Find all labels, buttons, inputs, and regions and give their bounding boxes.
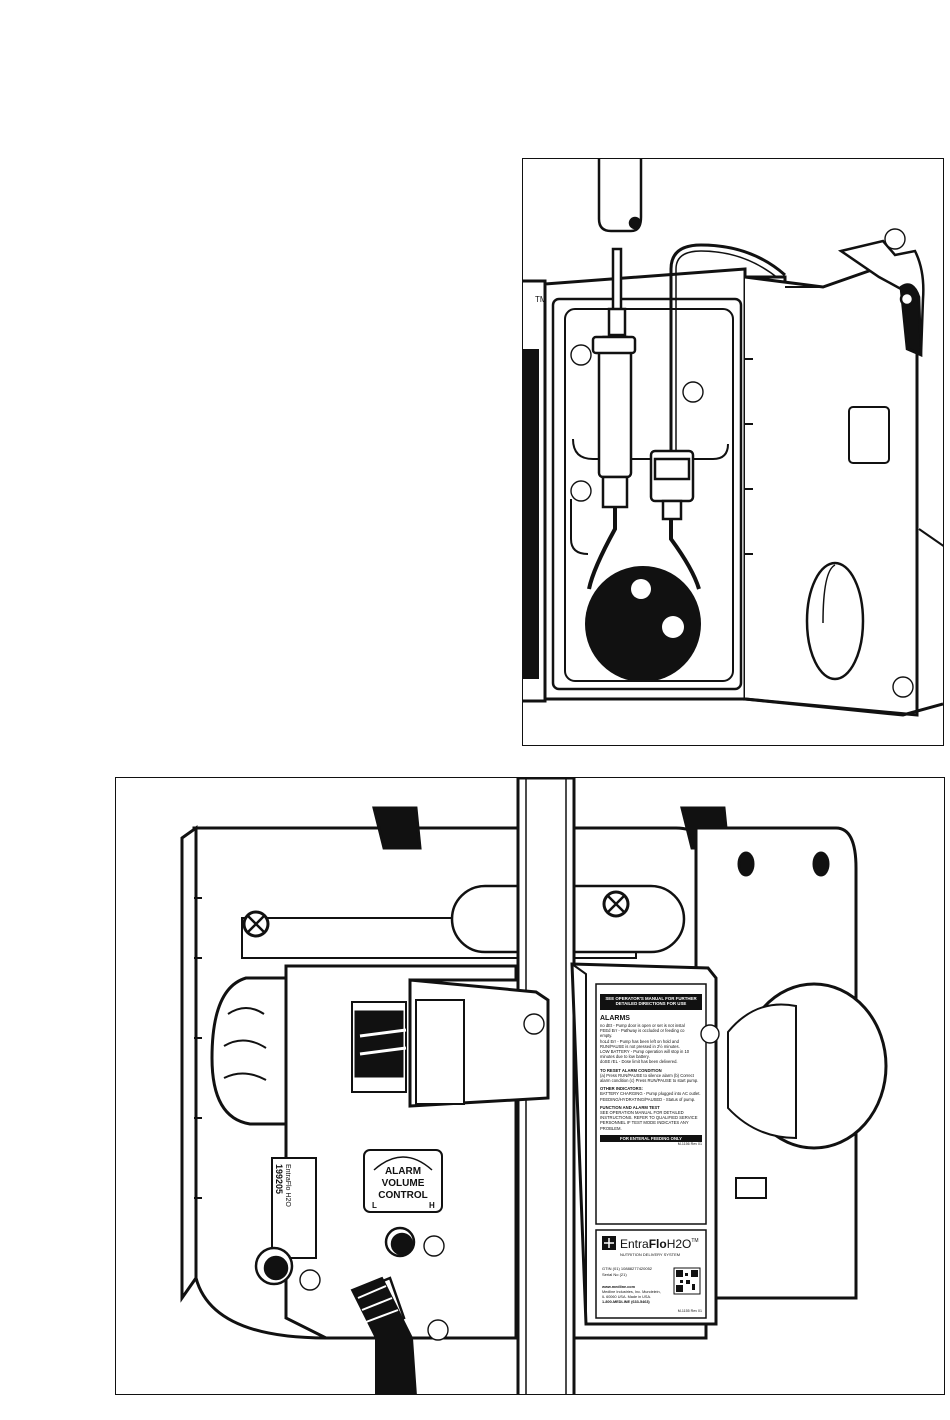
- reset-title: TO RESET ALARM CONDITION: [600, 1067, 662, 1073]
- side-label-model: 199205: [274, 1164, 284, 1194]
- alarm-line: empty.: [600, 1033, 613, 1039]
- callout-circle: [299, 1269, 321, 1291]
- alarm-label-line2: VOLUME: [382, 1178, 425, 1189]
- other-line: FEEDING/HYDRATING/PAUSED - Status of pum…: [600, 1096, 696, 1102]
- reset-line: alarm condition (c) Press RUN/PAUSE to s…: [600, 1078, 699, 1084]
- side-label-brand: EntraFlo H2O: [284, 1164, 291, 1207]
- callout-circle: [523, 1013, 545, 1035]
- pump-door-open-drawing: TM: [523, 159, 943, 717]
- callout-circle: [570, 480, 592, 502]
- alarms-title: ALARMS: [600, 1015, 630, 1022]
- alarm-line: RUN/PAUSE is not pressed in 2½ minutes.: [600, 1043, 680, 1049]
- instruction-label: SEE OPERATOR'S MANUAL FOR FURTHER DETAIL…: [595, 983, 707, 1225]
- bottom-illustration-panel: EntraFlo H2O 199205 ALARM VOLUME CONTROL…: [115, 777, 945, 1395]
- callout-markers: [570, 228, 914, 698]
- reset-line: (a) Press RUN/PAUSE to silence alarm (b)…: [600, 1072, 694, 1078]
- function-line: PERSONNEL IF TEST MODE INDICATES ANY: [600, 1120, 689, 1126]
- brand-subtitle: NUTRITION DELIVERY SYSTEM: [620, 1252, 680, 1257]
- alarm-line: hoLd Err - Pump has been left on hold an…: [600, 1038, 679, 1044]
- callout-circle: [682, 381, 704, 403]
- website-text: www.medline.com: [601, 1285, 636, 1289]
- alarm-low-label: L: [372, 1201, 377, 1210]
- country-text: IL 60060 USA. Made in USA.: [602, 1295, 651, 1299]
- label-part-code: M-1156 Rev 01: [677, 1142, 702, 1147]
- gtin-text: GTIN (01) 10888277420052: [602, 1266, 653, 1271]
- callout-markers: [299, 1013, 720, 1341]
- alarm-volume-label: ALARM VOLUME CONTROL L H: [363, 1149, 443, 1213]
- function-title: FUNCTION AND ALARM TEST: [600, 1104, 660, 1110]
- instruction-header: SEE OPERATOR'S MANUAL FOR FURTHER DETAIL…: [605, 996, 697, 1006]
- pump-rear-drawing: EntraFlo H2O 199205 ALARM VOLUME CONTROL…: [180, 778, 888, 1394]
- company-text: Medline Industries, Inc. Mundelein,: [602, 1290, 661, 1294]
- mounting-bracket: [694, 826, 888, 1300]
- label-footer: FOR ENTERAL FEEDING ONLY: [600, 1134, 702, 1143]
- alarm-line: doSE rEL - Dose limit has been delivered…: [600, 1059, 678, 1065]
- callout-circle: [427, 1319, 449, 1341]
- alarm-label-line1: ALARM: [385, 1166, 421, 1177]
- volume-knob[interactable]: [384, 1226, 416, 1258]
- other-line: BATTERY CHARGING - Pump plugged into AC …: [600, 1091, 701, 1097]
- alarm-line: LOW BATTERY - Pump operation will stop i…: [600, 1049, 690, 1055]
- other-title: OTHER INDICATORS:: [600, 1086, 643, 1092]
- alarm-high-label: H: [429, 1201, 435, 1210]
- callout-circle: [892, 676, 914, 698]
- tubing-set: [587, 243, 786, 590]
- callout-circle: [423, 1235, 445, 1257]
- side-product-label: EntraFlo H2O 199205: [271, 1157, 317, 1259]
- brand-label-part-code: M-1155 Rev 01: [678, 1309, 702, 1313]
- callout-circle: [884, 228, 906, 250]
- power-cord: [350, 1276, 417, 1394]
- pole-clamp-knob: [210, 976, 298, 1126]
- callout-circle: [570, 344, 592, 366]
- cord-edge: [918, 528, 943, 547]
- pole-clamp: [408, 978, 550, 1108]
- function-line: INSTRUCTIONS. REFER TO QUALIFIED SERVICE: [600, 1115, 698, 1121]
- qr-code-icon: [673, 1267, 701, 1295]
- alarm-line: FEEd Err - Pathway is occluded or feedin…: [600, 1028, 685, 1034]
- door-latch: [837, 239, 925, 358]
- brand-label: EntraFloH2OTM NUTRITION DELIVERY SYSTEM …: [595, 1229, 707, 1319]
- trademark-mark: TM: [535, 295, 547, 304]
- feeding-bulb: [585, 566, 701, 682]
- callout-circle: [700, 1024, 720, 1044]
- function-line: SEE OPERATION MANUAL FOR DETAILED: [600, 1110, 684, 1116]
- top-illustration-panel: TM: [522, 158, 944, 746]
- tube-holder: [597, 159, 643, 337]
- dc-port: [254, 1246, 294, 1286]
- phone-text: 1-800-MEDLINE (633-5463): [602, 1300, 650, 1304]
- alarm-label-line3: CONTROL: [378, 1190, 427, 1201]
- alarm-line: no dEt - Pump door is open or set is not…: [600, 1023, 685, 1028]
- alarm-line: minutes due to low battery.: [600, 1054, 650, 1060]
- brand-name: EntraFloH2OTM: [620, 1237, 699, 1251]
- pump-door: [743, 257, 943, 717]
- serial-text: Serial No (21): [602, 1272, 627, 1277]
- function-line: PROBLEM.: [600, 1125, 622, 1131]
